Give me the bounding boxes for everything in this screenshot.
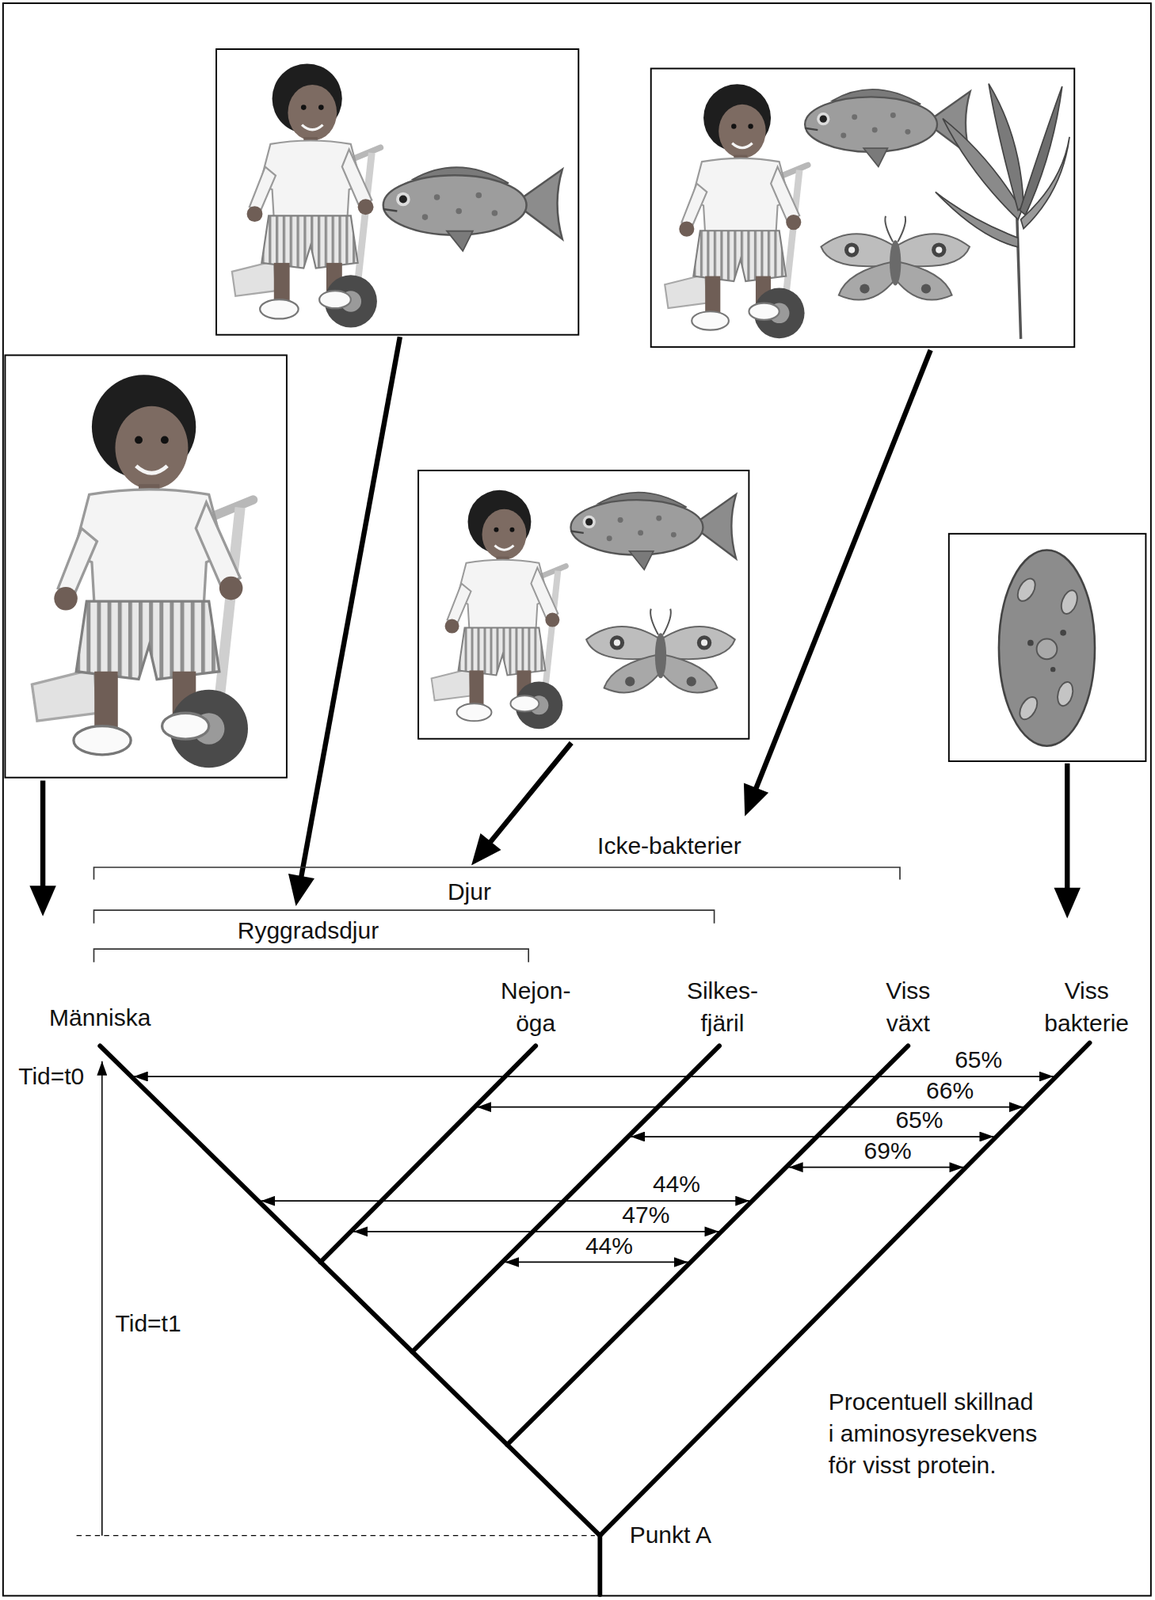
pointer-arrow xyxy=(40,781,46,891)
note-text: Procentuell skillnad i aminosyresekvens … xyxy=(828,1386,1041,1482)
moth-figure xyxy=(820,216,970,301)
time-label: Tid=t1 xyxy=(115,1310,182,1338)
difference-arrow xyxy=(260,1200,750,1202)
tree-branch xyxy=(599,1043,1090,1537)
difference-arrow xyxy=(133,1075,1054,1078)
child-figure xyxy=(31,374,253,768)
picture-frame xyxy=(651,68,1075,348)
picture-frame xyxy=(216,49,579,336)
group-label: Ryggradsdjur xyxy=(237,917,379,945)
bacterium-cell xyxy=(998,549,1095,746)
difference-arrows xyxy=(133,1076,1054,1262)
difference-arrow xyxy=(630,1135,995,1138)
percent-label: 44% xyxy=(585,1232,633,1260)
organelle xyxy=(1058,588,1081,617)
pointer-arrow xyxy=(1064,763,1070,892)
taxon-label: Viss bakterie xyxy=(1044,974,1129,1040)
outer-border xyxy=(3,3,1152,1597)
child-figure xyxy=(664,83,809,339)
tree-root xyxy=(597,1536,603,1596)
percent-label: 65% xyxy=(895,1106,943,1134)
time-label: Tid=t0 xyxy=(18,1063,84,1091)
granule xyxy=(1027,640,1034,647)
percent-label: 69% xyxy=(864,1137,912,1165)
child-figure xyxy=(431,490,567,729)
nucleoid xyxy=(1036,638,1058,660)
organelle xyxy=(1013,575,1039,605)
group-label: Djur xyxy=(447,878,492,906)
taxon-label: Nejon- öga xyxy=(500,974,571,1040)
fish-figure xyxy=(804,89,971,167)
time-baseline xyxy=(76,1535,595,1537)
difference-arrow xyxy=(353,1231,719,1233)
plant-figure xyxy=(935,83,1070,340)
time-axis xyxy=(101,1061,103,1537)
group-bracket xyxy=(93,910,714,924)
taxon-label: Silkes- fjäril xyxy=(686,974,759,1040)
group-label: Icke-bakterier xyxy=(597,832,742,860)
organelle xyxy=(1016,693,1041,723)
percent-label: 44% xyxy=(652,1170,701,1198)
tree-branch xyxy=(99,1045,600,1536)
organelle xyxy=(1055,680,1075,709)
child-figure xyxy=(232,63,381,328)
tree-branch xyxy=(320,1045,536,1262)
pointer-head xyxy=(471,833,501,866)
fish-figure xyxy=(570,492,736,570)
taxon-label: Människa xyxy=(49,1004,151,1032)
pointer-arrow xyxy=(754,350,931,793)
phylogenetic-tree xyxy=(99,1043,1090,1596)
picture-frame xyxy=(949,533,1147,762)
pointer-arrow xyxy=(487,743,572,847)
percent-label: 47% xyxy=(621,1201,670,1229)
pointer-head xyxy=(1053,888,1080,919)
granule xyxy=(1059,629,1067,637)
percent-label: 66% xyxy=(926,1077,974,1105)
pointer-arrow xyxy=(300,336,401,881)
tree-branch xyxy=(506,1045,908,1445)
moth-figure xyxy=(586,609,736,694)
group-bracket xyxy=(93,867,900,880)
point-label: Punkt A xyxy=(629,1521,712,1549)
percent-label: 65% xyxy=(954,1046,1003,1074)
pointer-head xyxy=(29,885,56,917)
group-bracket xyxy=(93,949,529,963)
difference-arrow xyxy=(504,1261,688,1264)
granule xyxy=(1050,667,1056,672)
pointer-head xyxy=(288,873,315,907)
taxon-label: Viss växt xyxy=(885,974,931,1040)
difference-arrow xyxy=(789,1166,965,1169)
tree-branch xyxy=(411,1045,720,1352)
fish-figure xyxy=(383,167,563,252)
picture-frame xyxy=(4,354,286,778)
picture-frame xyxy=(418,470,749,740)
pointer-head xyxy=(743,782,769,816)
